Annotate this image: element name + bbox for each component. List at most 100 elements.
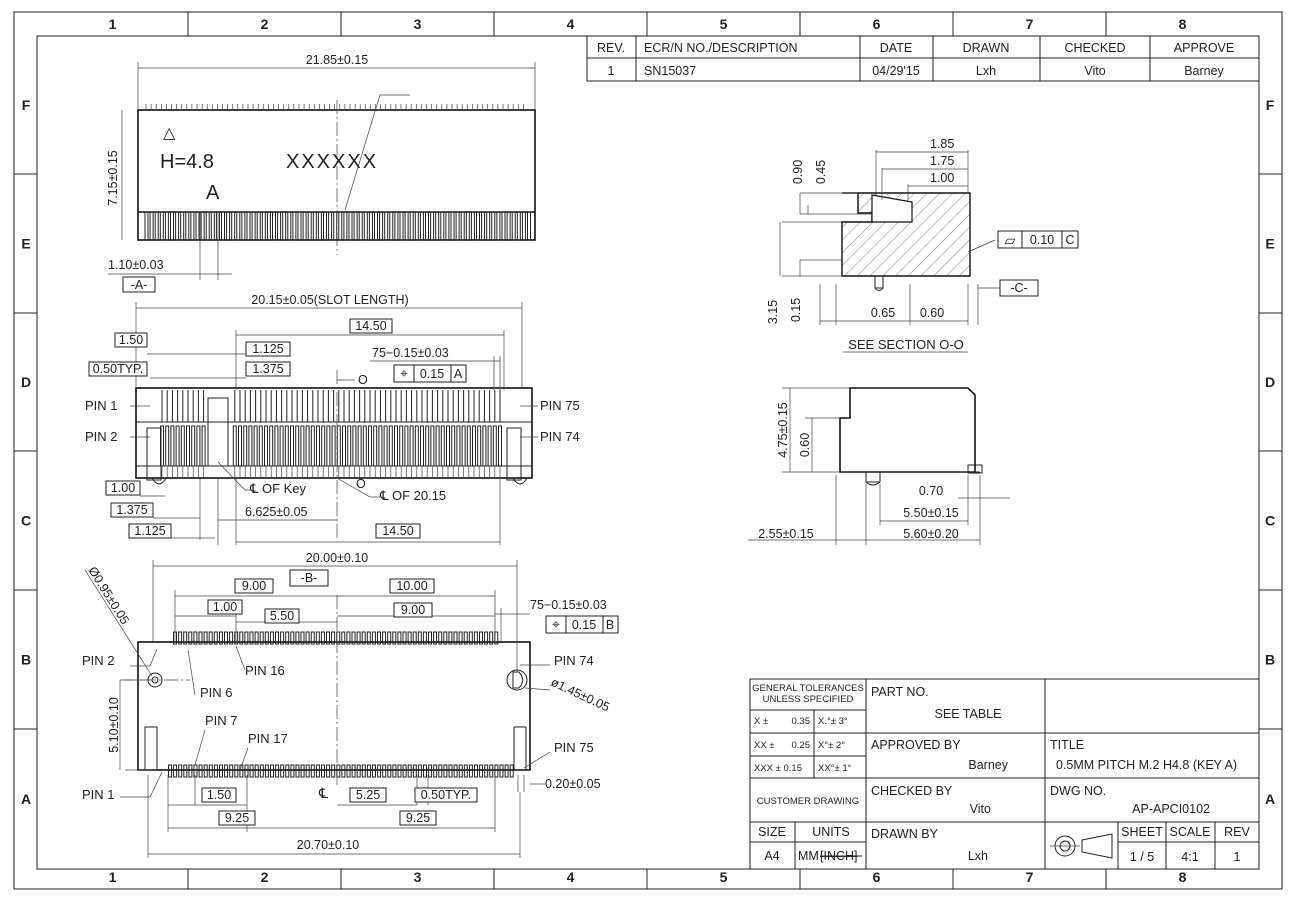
- contact-lower: [440, 425, 445, 467]
- contact-lower: [352, 425, 357, 467]
- contact-lower: [368, 425, 372, 467]
- sec-dim-0-15: 0.15: [789, 298, 803, 322]
- contact-lower: [243, 425, 248, 467]
- fp-pin-74: PIN 74: [554, 653, 594, 668]
- contact-lower: [362, 425, 367, 467]
- customer-drawing: CUSTOMER DRAWING: [757, 796, 859, 807]
- units-mm: MM: [798, 849, 819, 863]
- dim-1-375-top: 1.375: [252, 362, 283, 376]
- front-view: 20.15±0.05(SLOT LENGTH) 14.50 1.50 1.125…: [85, 293, 580, 545]
- pad-top: [224, 631, 228, 645]
- contact-lower: [451, 425, 456, 467]
- pin-lead: [205, 211, 210, 241]
- tol-x-label: X ±: [754, 716, 768, 727]
- top-height-dim: 7.15±0.15: [106, 150, 120, 206]
- tol-xxx-angle: XX°± 1°: [818, 763, 852, 774]
- contact-lower: [274, 425, 279, 467]
- pad-top: [218, 631, 223, 645]
- pad-bottom: [361, 764, 366, 778]
- contact-lower: [425, 425, 430, 467]
- pad-bottom: [234, 764, 239, 778]
- pin-lead: [374, 211, 378, 241]
- contact-lower: [186, 425, 190, 467]
- pad-top: [341, 631, 346, 645]
- pin-lead: [445, 211, 450, 241]
- pad-bottom: [443, 764, 448, 778]
- pin-lead: [170, 211, 174, 241]
- fp-pin-6: PIN 6: [200, 685, 233, 700]
- contact-lower: [196, 425, 201, 467]
- pin-lead: [338, 211, 343, 241]
- pin-lead: [399, 211, 404, 241]
- pad-top: [193, 631, 198, 645]
- contact-lower: [295, 425, 300, 467]
- pin-lead: [317, 211, 322, 241]
- front-pin-74: PIN 74: [540, 429, 580, 444]
- zone-column-label: 8: [1179, 869, 1187, 885]
- pin-lead: [164, 211, 169, 241]
- pad-top: [382, 631, 387, 645]
- pad-bottom: [290, 764, 295, 778]
- contact-lower: [456, 425, 461, 467]
- contact-lower: [331, 425, 336, 467]
- pin-lead: [307, 211, 312, 241]
- pad-bottom: [458, 764, 463, 778]
- pad-bottom: [474, 764, 478, 778]
- zone-column-label: 3: [414, 16, 422, 32]
- pad-top: [453, 631, 458, 645]
- fp-dim-75: 75−0.15±0.03: [530, 598, 607, 612]
- pad-top: [458, 631, 463, 645]
- fp-dim-9-00-left: 9.00: [242, 579, 266, 593]
- contact-lower: [336, 425, 341, 467]
- pin-lead: [297, 211, 302, 241]
- title-value: 0.5MM PITCH M.2 H4.8 (KEY A): [1056, 758, 1237, 772]
- pin-lead: [185, 211, 190, 241]
- pad-bottom: [315, 764, 320, 778]
- contact-lower: [399, 425, 404, 467]
- pin-lead: [251, 211, 256, 241]
- checked-header: CHECKED: [1064, 41, 1125, 55]
- contact-lower: [420, 425, 424, 467]
- contact-lower: [290, 425, 294, 467]
- pad-bottom: [366, 764, 371, 778]
- pin-lead: [292, 211, 297, 241]
- side-dim-5-50: 5.50±0.15: [903, 506, 959, 520]
- pin-lead: [231, 211, 236, 241]
- pad-top: [213, 631, 218, 645]
- dwg-no-label: DWG NO.: [1050, 784, 1106, 798]
- marking-height: H=4.8: [160, 151, 214, 173]
- approve-header: APPROVE: [1174, 41, 1234, 55]
- top-view: 21.85±0.15 7.15±0.15 △ H=4.8 XXXXXX A 1.…: [106, 53, 536, 293]
- pad-top: [428, 631, 432, 645]
- flatness-value: 0.10: [1030, 233, 1054, 247]
- tol-xx-label: XX ±: [754, 740, 775, 751]
- pin-lead: [226, 211, 231, 241]
- dim-75: 75−0.15±0.03: [372, 346, 449, 360]
- pad-top: [259, 631, 264, 645]
- zone-column-label: 8: [1179, 16, 1187, 32]
- pad-bottom: [224, 764, 229, 778]
- pin-lead: [190, 211, 195, 241]
- contact-lower: [394, 425, 398, 467]
- checked-by-value: Vito: [970, 802, 991, 816]
- pin-lead: [460, 211, 465, 241]
- pin-lead: [266, 211, 271, 241]
- pad-bottom: [438, 764, 443, 778]
- contact-lower: [477, 425, 482, 467]
- sec-dim-0-65: 0.65: [871, 306, 895, 320]
- fp-hole2-dim: ø1.45±0.05: [549, 675, 612, 714]
- pin-lead: [353, 211, 358, 241]
- fp-pin-7: PIN 7: [205, 713, 238, 728]
- zone-row-label: E: [21, 236, 30, 252]
- fp-pin-17: PIN 17: [248, 731, 288, 746]
- zone-row-label: D: [21, 374, 31, 390]
- sec-dim-3-15: 3.15: [766, 300, 780, 324]
- fp-dim-9-25-right: 9.25: [406, 811, 430, 825]
- pad-bottom: [300, 764, 305, 778]
- fp-pin-75: PIN 75: [554, 740, 594, 755]
- contact-lower: [342, 425, 346, 467]
- pad-bottom: [295, 764, 300, 778]
- pin-lead: [333, 211, 338, 241]
- dim-1-375-bot: 1.375: [116, 503, 147, 517]
- pad-bottom: [351, 764, 356, 778]
